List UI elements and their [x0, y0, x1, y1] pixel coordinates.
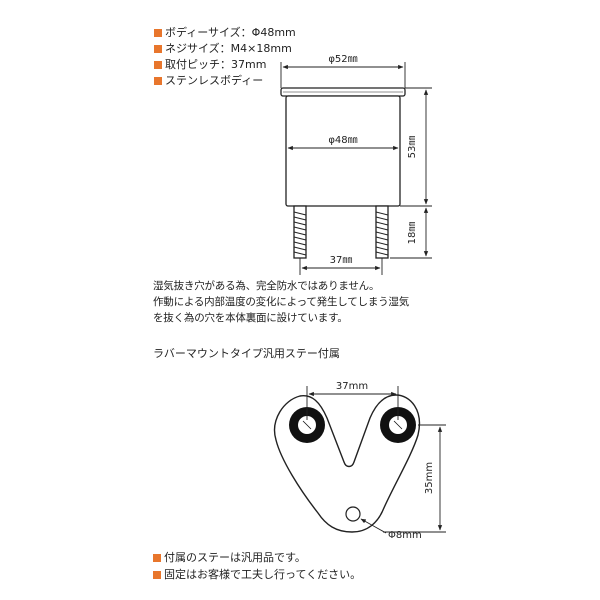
spec-text: ボディーサイズ：Φ48mm [165, 26, 296, 39]
bullet-square-icon [153, 570, 161, 579]
stay-section-title: ラバーマウントタイプ汎用ステー付属 [153, 347, 340, 360]
bullet-square-icon [154, 45, 162, 53]
bullet-square-icon [154, 29, 162, 37]
mounting-bolt-left [293, 205, 307, 259]
bullet-square-icon [154, 77, 162, 85]
spec-item: ボディーサイズ：Φ48mm [154, 25, 296, 41]
dim-stay-hole: Φ8mm [388, 530, 422, 541]
stay-dimension-lines [306, 386, 446, 534]
dim-bolt-pitch: 37㎜ [330, 255, 353, 266]
dim-height: 53㎜ [407, 136, 418, 159]
stay-mounting-hole [345, 506, 361, 522]
note-line: 作動による内部温度の変化によって発生してしまう湿気 [153, 296, 410, 308]
note-line: 湿気抜き穴がある為、完全防水ではありません。 [153, 280, 380, 292]
dim-outer-diameter: φ52㎜ [328, 54, 357, 65]
gauge-dimension-lines [280, 62, 432, 275]
spec-item: 取付ピッチ：37mm [154, 57, 296, 73]
spec-item: ネジサイズ：M4×18mm [154, 41, 296, 57]
spec-text: ステンレスボディー [165, 74, 264, 87]
spec-item: ステンレスボディー [154, 73, 296, 89]
bullet-square-icon [153, 553, 161, 562]
footnote-item: 固定はお客様で工夫し行ってください。 [153, 566, 361, 583]
mounting-bolt-right [375, 205, 389, 259]
note-line: を抜く為の穴を本体裏面に設けています。 [153, 312, 348, 324]
rubber-mount-left [289, 407, 325, 443]
spec-text: 取付ピッチ：37mm [165, 58, 267, 71]
footnote-item: 付属のステーは汎用品です。 [153, 549, 361, 566]
dim-stay-pitch: 37mm [336, 381, 368, 392]
dim-stay-height: 35mm [424, 462, 435, 494]
rubber-mount-right [380, 407, 416, 443]
footnote-list: 付属のステーは汎用品です。 固定はお客様で工夫し行ってください。 [153, 549, 361, 583]
gauge-body [285, 95, 401, 207]
gauge-side-view [280, 87, 406, 259]
rubber-mount-stay [273, 394, 421, 533]
footnote-text: 付属のステーは汎用品です。 [164, 551, 306, 564]
spec-list: ボディーサイズ：Φ48mm ネジサイズ：M4×18mm 取付ピッチ：37mm ス… [154, 25, 296, 89]
footnote-text: 固定はお客様で工夫し行ってください。 [164, 568, 362, 581]
spec-text: ネジサイズ：M4×18mm [165, 42, 292, 55]
moisture-note: 湿気抜き穴がある為、完全防水ではありません。 作動による内部温度の変化によって発… [153, 278, 409, 326]
dim-bolt-length: 18㎜ [407, 222, 418, 245]
bullet-square-icon [154, 61, 162, 69]
dim-body-diameter: φ48㎜ [328, 135, 357, 146]
